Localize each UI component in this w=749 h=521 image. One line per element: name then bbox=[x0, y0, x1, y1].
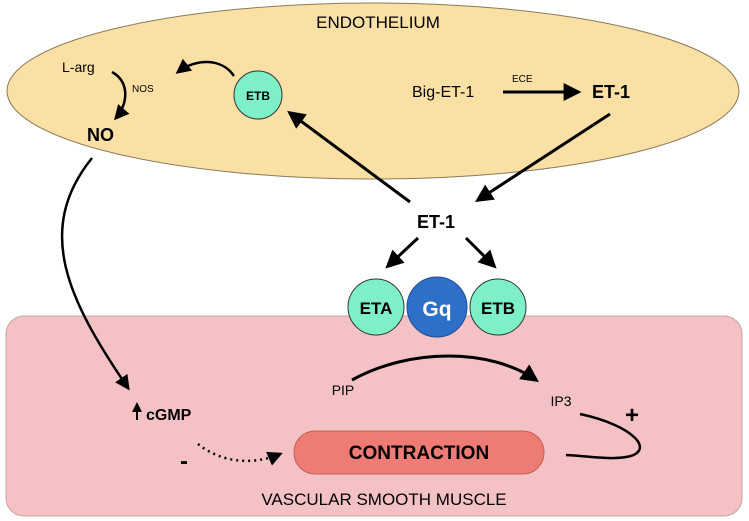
ip3-label: IP3 bbox=[550, 393, 571, 409]
nos-label: NOS bbox=[132, 84, 154, 95]
etb-endothelium-label: ETB bbox=[246, 89, 270, 103]
et1-center-label: ET-1 bbox=[417, 212, 455, 232]
cgmp-label: cGMP bbox=[146, 407, 192, 424]
l-arg-to-no-arrow bbox=[111, 70, 130, 121]
minus-sign: - bbox=[180, 448, 188, 475]
no-label: NO bbox=[87, 125, 114, 145]
endothelium-label: ENDOTHELIUM bbox=[316, 13, 440, 32]
big-et1-label: Big-ET-1 bbox=[412, 84, 474, 101]
etb-to-nos-arrow bbox=[175, 58, 236, 77]
etb-muscle-label: ETB bbox=[481, 299, 515, 318]
no-to-cgmp-arrow bbox=[60, 157, 130, 391]
plus-sign: + bbox=[625, 402, 639, 429]
cgmp-inhibition-arrow bbox=[197, 443, 283, 466]
et1-to-etb-endothelium-arrow bbox=[287, 110, 411, 204]
endothelium-region bbox=[6, 2, 740, 180]
etb-endothelium-receptor bbox=[233, 70, 283, 120]
et1-release-arrow bbox=[474, 112, 611, 202]
pip-label: PIP bbox=[332, 382, 355, 398]
l-arg-label: L-arg bbox=[62, 59, 95, 75]
etb-muscle-receptor bbox=[469, 278, 527, 336]
ip3-to-contraction-loop bbox=[565, 412, 641, 460]
gq-label: Gq bbox=[422, 298, 451, 321]
smooth-muscle-label: VASCULAR SMOOTH MUSCLE bbox=[261, 490, 506, 509]
pip-to-ip3-arrow bbox=[351, 354, 539, 383]
et1-to-etb-muscle-arrow bbox=[464, 236, 497, 269]
eta-receptor bbox=[347, 278, 405, 336]
contraction-label: CONTRACTION bbox=[349, 443, 489, 464]
ece-label: ECE bbox=[512, 74, 533, 85]
contraction-box bbox=[293, 430, 545, 475]
et1-endothelium-label: ET-1 bbox=[592, 82, 630, 102]
gq-protein bbox=[406, 276, 468, 338]
eta-label: ETA bbox=[360, 299, 393, 318]
et1-to-eta-arrow bbox=[385, 236, 420, 269]
